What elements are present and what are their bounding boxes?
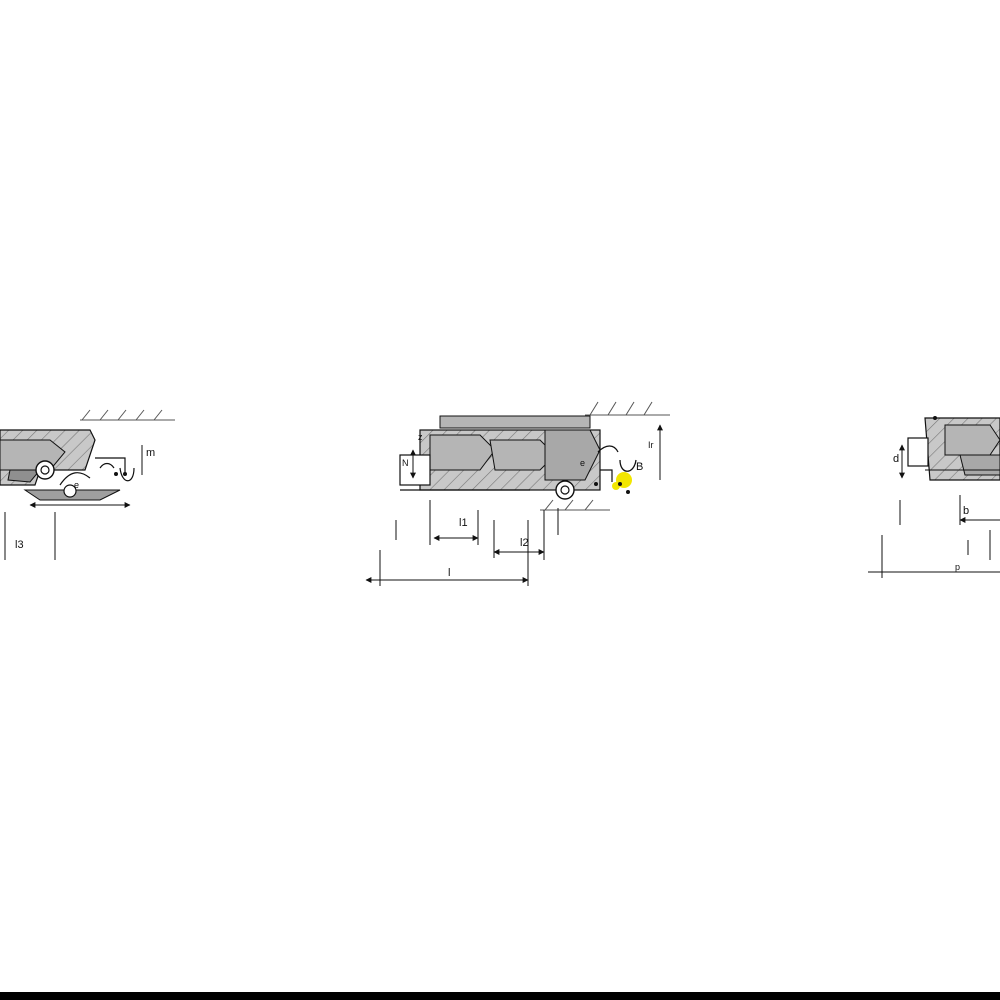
left-wall-hatch	[80, 409, 175, 421]
center-view: z N l1 l2 l B e Ir	[365, 401, 670, 586]
center-label-b: B	[636, 461, 643, 473]
left-dimension-lines	[4, 445, 143, 560]
right-label-p: p	[955, 562, 960, 572]
center-wall-hatch	[540, 401, 670, 511]
left-hinge-body	[0, 429, 135, 501]
right-view: d b p	[868, 416, 1000, 578]
right-dimension-lines	[868, 444, 1000, 578]
center-label-l2: l2	[520, 537, 529, 549]
center-label-l: l	[448, 567, 450, 579]
left-label-e: e	[74, 480, 79, 490]
center-label-e: e	[580, 458, 585, 468]
center-label-i: Ir	[648, 440, 654, 450]
left-view: m e l3	[0, 409, 175, 560]
center-label-z: z	[418, 432, 423, 442]
center-label-n: N	[402, 458, 409, 468]
bottom-bar	[0, 992, 1000, 1000]
left-label-l3: l3	[15, 539, 24, 551]
right-label-b: b	[963, 505, 969, 517]
center-hinge-body	[399, 415, 637, 500]
right-hinge-body	[907, 416, 1000, 481]
center-label-l1: l1	[459, 517, 468, 529]
right-label-d: d	[893, 453, 899, 465]
center-dimension-lines	[365, 424, 663, 586]
left-label-m: m	[146, 447, 155, 459]
